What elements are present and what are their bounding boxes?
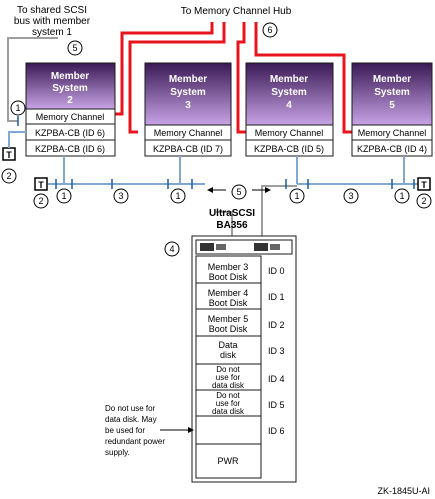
callout-4-ba356: 4 (169, 244, 174, 254)
slot-0-line2: Boot Disk (209, 272, 248, 282)
slot-pwr-label: PWR (218, 456, 239, 466)
scsi-bus (8, 131, 418, 185)
ba356-label: BA356 (216, 220, 248, 231)
member-system-4: Member System 4 Memory Channel KZPBA-CB … (245, 62, 334, 157)
slot-5-line2: use for (216, 399, 241, 408)
callout-1-bus-c: 1 (294, 191, 299, 201)
member-5-number: 5 (389, 100, 395, 111)
callout-1-bus-d: 1 (399, 191, 404, 201)
slot-3-line2: disk (220, 350, 237, 360)
member-4-title: Member (270, 74, 308, 85)
member-5-memory-channel: Memory Channel (358, 128, 427, 138)
member-4-memory-channel: Memory Channel (255, 128, 324, 138)
member-4-number: 4 (286, 100, 292, 111)
slot-3-id: ID 3 (268, 346, 285, 356)
figure-id: ZK-1845U-AI (377, 486, 430, 496)
memory-channel-cables (115, 22, 352, 134)
slot-2-id: ID 2 (268, 320, 285, 330)
member-system-2: Member System 2 Memory Channel KZPBA-CB … (25, 62, 116, 157)
slot-5-line1: Do not (216, 391, 240, 400)
shared-scsi-cable (7, 37, 58, 122)
terminator-left-top: T (2, 132, 16, 161)
callout-2-bus-right: 2 (421, 196, 426, 206)
slot-1-line2: Boot Disk (209, 298, 248, 308)
bus-ticks (17, 116, 415, 189)
member-3-kzpba: KZPBA-CB (ID 7) (153, 144, 223, 154)
member-2-memory-channel: Memory Channel (36, 112, 105, 122)
callout-1-left: 1 (15, 103, 20, 113)
member-2-number: 2 (67, 95, 73, 106)
member-4-kzpba: KZPBA-CB (ID 5) (254, 144, 324, 154)
terminator-left-bus: T (34, 177, 48, 191)
slot-2-line1: Member 5 (208, 314, 249, 324)
svg-text:T: T (6, 150, 12, 160)
member-3-subtitle: System (170, 87, 206, 98)
slot-3-line1: Data (218, 340, 237, 350)
callout-5-bus-mid: 5 (236, 187, 241, 197)
member-2-subtitle: System (52, 83, 88, 94)
member-5-title: Member (373, 74, 411, 85)
callouts: 5 6 1 2 2 1 3 1 5 4 1 3 1 2 (1, 22, 432, 257)
svg-text:redundant power: redundant power (105, 437, 165, 446)
slot-1-id: ID 1 (268, 292, 285, 302)
svg-text:T: T (38, 180, 44, 190)
slot-2-line2: Boot Disk (209, 324, 248, 334)
ultrascsi-label: UltraSCSI (209, 208, 255, 219)
slot-5-line3: data disk (212, 407, 245, 416)
member-3-memory-channel: Memory Channel (154, 128, 223, 138)
callout-1-bus-a: 1 (61, 191, 66, 201)
slot-6-id: ID 6 (268, 426, 285, 436)
ba356-enclosure (191, 235, 297, 483)
member-2-kzpba-2: KZPBA-CB (ID 6) (35, 144, 105, 154)
member-3-title: Member (169, 74, 207, 85)
member-system-3: Member System 3 Memory Channel KZPBA-CB … (144, 62, 232, 157)
slot-4-line3: data disk (212, 381, 245, 390)
slot-4-id: ID 4 (268, 374, 285, 384)
member-4-subtitle: System (271, 87, 307, 98)
callout-1-bus-b: 1 (175, 191, 180, 201)
member-5-subtitle: System (374, 87, 410, 98)
shared-scsi-label-line3: system 1 (32, 27, 72, 38)
svg-text:Do not use for: Do not use for (105, 404, 156, 413)
callout-2-left: 2 (6, 171, 11, 181)
slot-4-line1: Do not (216, 365, 240, 374)
member-2-title: Member (51, 71, 89, 82)
svg-text:supply.: supply. (105, 448, 130, 457)
callout-3-bus-left: 3 (118, 191, 123, 201)
member-5-kzpba: KZPBA-CB (ID 4) (357, 144, 427, 154)
svg-text:be used for: be used for (105, 426, 145, 435)
ba356-slots: Member 3 Boot Disk ID 0 Member 4 Boot Di… (196, 262, 285, 466)
member-system-5: Member System 5 Memory Channel KZPBA-CB … (351, 62, 433, 157)
svg-text:data disk. May: data disk. May (105, 415, 157, 424)
callout-3-bus-right: 3 (348, 191, 353, 201)
slot-0-id: ID 0 (268, 266, 285, 276)
slot-1-line1: Member 4 (208, 288, 249, 298)
member-3-number: 3 (185, 100, 191, 111)
ba356-to-left-bus-cable (216, 211, 233, 236)
slot-4-line2: use for (216, 373, 241, 382)
callout-6-hub: 6 (267, 25, 272, 35)
svg-text:T: T (421, 180, 427, 190)
shared-scsi-label-line1: To shared SCSI (17, 5, 87, 16)
terminator-right-bus: T (417, 177, 431, 191)
callout-2-bus-left: 2 (38, 196, 43, 206)
shared-scsi-label-line2: bus with member (14, 16, 91, 27)
member-2-kzpba-1: KZPBA-CB (ID 6) (35, 128, 105, 138)
slot-0-line1: Member 3 (208, 262, 249, 272)
hub-label: To Memory Channel Hub (181, 6, 292, 17)
callout-5-top: 5 (72, 43, 77, 53)
power-supply-note: Do not use for data disk. May be used fo… (105, 404, 165, 457)
slot-5-id: ID 5 (268, 400, 285, 410)
